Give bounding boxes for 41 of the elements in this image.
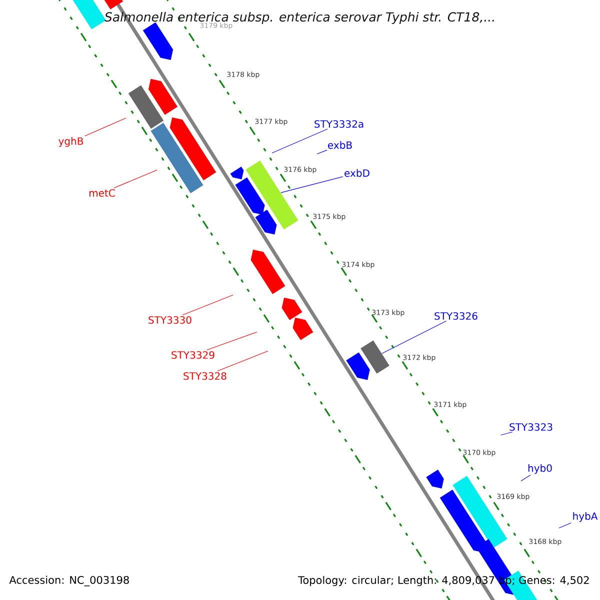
gene-feature <box>235 177 265 215</box>
gene-feature <box>250 250 286 294</box>
leader-line <box>520 474 531 482</box>
gene-label: hyb0 <box>528 464 552 474</box>
leader-line <box>217 350 268 372</box>
leader-line <box>272 128 328 154</box>
gene-feature <box>128 85 164 129</box>
accession-text: Accession: NC_003198 <box>8 574 131 588</box>
gene-feature <box>282 298 302 320</box>
gene-feature <box>360 340 390 374</box>
gene-label: STY3323 <box>510 423 552 431</box>
gene-label: STY3330 <box>148 316 192 324</box>
gene-label: metC <box>90 189 115 197</box>
gene-feature <box>70 0 106 30</box>
gene-label: exbB <box>328 141 352 149</box>
leader-line <box>382 320 446 354</box>
leader-line <box>206 332 258 350</box>
gene-feature <box>148 78 178 115</box>
leader-line <box>84 118 126 136</box>
gene-label: STY3328 <box>184 372 226 380</box>
gene-feature <box>346 352 370 380</box>
gene-feature <box>150 122 204 194</box>
gene-feature <box>440 490 486 553</box>
leader-line <box>558 522 572 528</box>
gene-feature <box>255 210 277 234</box>
gene-feature <box>426 470 444 489</box>
gene-feature <box>230 166 244 180</box>
gene-label: yghB <box>58 137 84 147</box>
gene-feature <box>142 22 174 60</box>
gene-feature <box>292 318 314 340</box>
gene-label: STY3329 <box>172 351 214 359</box>
gene-label: hybA <box>573 512 598 522</box>
leader-line <box>280 176 344 194</box>
gene-feature <box>170 117 216 180</box>
leader-line <box>182 294 234 316</box>
leader-line <box>316 150 328 154</box>
leader-line <box>114 170 158 188</box>
leader-line <box>500 432 513 436</box>
gene-label: STY3326 <box>434 312 478 320</box>
gene-label: STY3332a <box>314 120 364 128</box>
gene-label: exbD <box>344 169 370 177</box>
